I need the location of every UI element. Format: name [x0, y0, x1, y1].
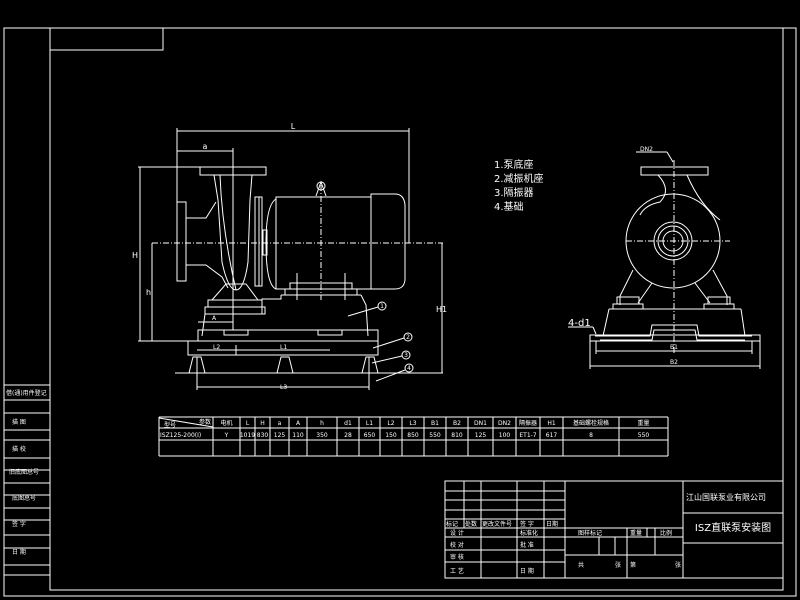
- left-col-label: 底图总号: [12, 494, 36, 502]
- column-header: L2: [387, 420, 394, 427]
- sign-label: 日 期: [520, 567, 534, 575]
- table-cell: 650: [364, 432, 376, 439]
- left-col-label: 日 期: [12, 548, 26, 556]
- stage-header: 重量: [630, 529, 642, 537]
- dim-H1: H1: [436, 305, 447, 314]
- dim-L1: L1: [280, 344, 287, 351]
- column-header: 基础螺栓规格: [573, 419, 609, 427]
- holes-label: 4-d1: [568, 318, 591, 329]
- dim-L: L: [291, 122, 296, 131]
- sheet-total-unit: 张: [615, 561, 621, 569]
- table-cell: 1019: [240, 432, 255, 439]
- left-col-label: 描 校: [12, 445, 26, 453]
- balloon-2: 2: [406, 334, 410, 341]
- column-header: DN2: [498, 420, 511, 427]
- column-header: L: [246, 420, 250, 427]
- company-name: 江山国联泵业有限公司: [686, 492, 766, 502]
- sheet-no-unit: 张: [675, 561, 681, 569]
- side-view: DN2 B1 B2 4-d1: [568, 146, 761, 369]
- dim-h: h: [146, 288, 151, 297]
- column-header: H1: [547, 420, 556, 427]
- sign-label: 批 准: [520, 541, 534, 549]
- table-cell: ET1-7: [519, 432, 536, 439]
- front-view: L a H h H1: [132, 122, 447, 391]
- table-cell: 28: [344, 432, 352, 439]
- left-col-label: 借(通)用件登记: [6, 389, 47, 397]
- rev-header: 更改文件号: [482, 520, 512, 528]
- column-header: h: [320, 420, 324, 427]
- sign-label: 审 核: [450, 553, 464, 561]
- balloon-3: 3: [404, 352, 408, 359]
- stage-header: 图样标记: [578, 529, 602, 537]
- rev-header: 标记: [446, 520, 458, 528]
- table-cell: 850: [407, 432, 419, 439]
- dim-A: A: [212, 315, 217, 322]
- column-header: L1: [366, 420, 373, 427]
- column-header: d1: [344, 420, 352, 427]
- dim-H: H: [132, 251, 138, 260]
- column-header: 重量: [637, 419, 649, 427]
- corner-header-top: 参数: [199, 418, 211, 426]
- sheet-no-label: 第: [630, 561, 636, 569]
- parts-legend: 1.泵底座 2.减振机座 3.隔振器 4.基础: [494, 158, 544, 213]
- sign-label: 设 计: [450, 529, 464, 537]
- balloon-4: 4: [407, 365, 411, 372]
- table-cell: 100: [499, 432, 511, 439]
- drawing-title: ISZ直联泵安装图: [695, 521, 771, 534]
- table-cell: 830: [257, 432, 269, 439]
- inner-frame: [49, 27, 784, 591]
- column-header: L3: [409, 420, 416, 427]
- column-header: a: [278, 420, 282, 427]
- table-cell: 550: [429, 432, 441, 439]
- rev-header: 日期: [546, 520, 558, 528]
- legend-item: 4.基础: [494, 200, 524, 213]
- corner-header-bottom: 型号: [164, 421, 176, 429]
- left-column: 借(通)用件登记 描 图 描 校 旧底图总号 底图总号 签 字 日 期: [4, 384, 50, 576]
- table-cell: 617: [546, 432, 558, 439]
- sign-label: 校 对: [450, 541, 464, 549]
- table-cell: 125: [274, 432, 286, 439]
- table-cell: Y: [224, 432, 229, 439]
- column-header: H: [260, 420, 265, 427]
- rev-header: 处数: [465, 520, 477, 528]
- table-cell: 550: [638, 432, 650, 439]
- legend-item: 2.减振机座: [494, 172, 544, 185]
- column-header: 隔振器: [519, 419, 537, 427]
- legend-item: 3.隔振器: [494, 186, 534, 199]
- dim-B1: B1: [670, 344, 678, 351]
- title-block: 标记 处数 更改文件号 签 字 日期 设 计 标准化 校 对 批 准 审 核 工…: [444, 480, 784, 579]
- sign-label: 工 艺: [450, 567, 464, 575]
- table-cell: 110: [292, 432, 304, 439]
- table-cell: 8: [589, 432, 593, 439]
- dim-B2: B2: [670, 359, 678, 366]
- sign-label: 标准化: [520, 529, 538, 537]
- sheet-total-label: 共: [578, 561, 584, 569]
- left-col-label: 描 图: [12, 418, 26, 426]
- column-header: DN1: [474, 420, 487, 427]
- table-cell: 125: [475, 432, 487, 439]
- outer-frame: [3, 27, 797, 597]
- model-cell: ISZ125-200(I): [160, 432, 201, 439]
- dn2-label: DN2: [640, 146, 653, 153]
- dim-L3: L3: [280, 384, 287, 391]
- table-cell: 350: [316, 432, 328, 439]
- column-header: B1: [431, 420, 439, 427]
- corner-box: [49, 27, 164, 51]
- left-col-label: 旧底图总号: [9, 468, 39, 476]
- dim-a: a: [203, 142, 208, 151]
- table-cell: 810: [451, 432, 463, 439]
- rev-header: 签 字: [520, 520, 534, 528]
- balloon-1: 1: [380, 303, 384, 310]
- legend-item: 1.泵底座: [494, 158, 534, 171]
- left-col-label: 签 字: [12, 520, 26, 528]
- column-header: A: [296, 420, 301, 427]
- dim-L2: L2: [213, 344, 220, 351]
- table-cell: 150: [385, 432, 397, 439]
- stage-header: 比例: [660, 529, 672, 537]
- column-header: B2: [453, 420, 461, 427]
- column-header: 电机: [220, 419, 232, 427]
